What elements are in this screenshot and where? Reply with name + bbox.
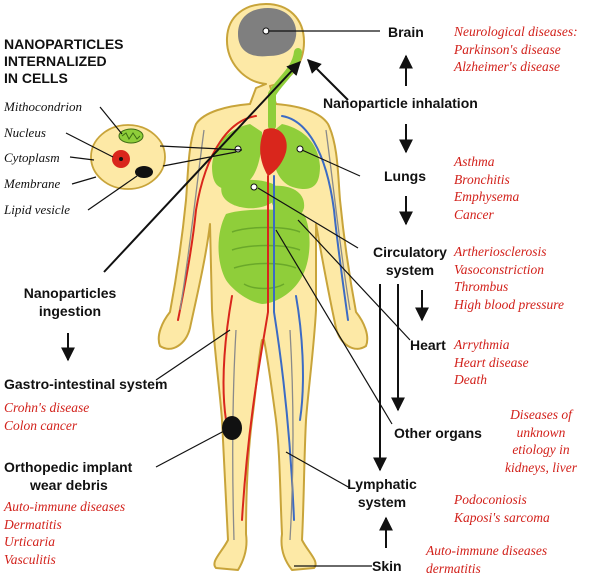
disease-item: Crohn's disease — [4, 400, 90, 415]
disease-item: Urticaria — [4, 534, 56, 549]
label-cytoplasm: Cytoplasm — [4, 150, 60, 165]
lungs-label: Lungs — [384, 168, 426, 184]
disease-item: dermatitis — [426, 560, 481, 576]
disease-item: Emphysema — [454, 189, 520, 204]
disease-item: Diseases of — [510, 407, 572, 422]
disease-item: Heart disease — [454, 354, 529, 370]
implant-diseases: Auto-immune diseases Dermatitis Urticari… — [4, 498, 125, 568]
lipid-vesicle-shape — [135, 166, 153, 178]
disease-item: etiology in — [512, 442, 570, 457]
mitochondrion-cristae — [121, 132, 141, 140]
cells-title-line: NANOPARTICLES — [4, 36, 124, 52]
heart-label: Heart — [410, 337, 446, 353]
lymphatic-diseases: Podoconiosis Kaposi's sarcoma — [454, 491, 550, 526]
human-body-figure — [157, 3, 369, 571]
label-mithocondrion: Mithocondrion — [4, 99, 82, 114]
disease-item: Kaposi's sarcoma — [454, 509, 550, 525]
disease-item: Vasculitis — [4, 551, 56, 567]
skin-diseases: Auto-immune diseases dermatitis — [426, 542, 547, 577]
implant-line: wear debris — [30, 477, 108, 493]
intestine-coils — [231, 226, 301, 290]
skin-label: Skin — [372, 558, 402, 574]
brain-label: Brain — [388, 24, 424, 40]
disease-item: Auto-immune diseases — [426, 543, 548, 558]
intestines — [218, 209, 310, 304]
blood-vessels — [177, 115, 349, 521]
flow-arrows — [61, 54, 429, 548]
disease-item: Arrythmia — [454, 337, 510, 352]
inhalation-label: Nanoparticle inhalation — [323, 95, 478, 111]
ingestion-line: ingestion — [38, 303, 102, 319]
leader-lines — [65, 30, 411, 567]
left-lung — [212, 124, 262, 190]
gi-diseases: Crohn's disease Colon cancer — [4, 399, 89, 434]
cells-title-line: IN CELLS — [4, 70, 68, 86]
ingestion-label: Nanoparticles ingestion — [4, 284, 136, 320]
label-nucleus: Nucleus — [4, 125, 46, 140]
heart-diseases: Arrythmia Heart disease Death — [454, 336, 529, 389]
disease-item: Podoconiosis — [454, 492, 527, 507]
disease-item: Colon cancer — [4, 417, 78, 433]
nucleolus — [119, 157, 123, 161]
disease-item: Cancer — [454, 206, 494, 222]
lymphatic-line: Lymphatic — [347, 476, 417, 492]
disease-item: Neurological diseases: — [454, 24, 578, 39]
disease-item: unknown — [516, 424, 566, 440]
disease-item: Dermatitis — [4, 516, 62, 532]
circulatory-line: system — [385, 262, 435, 278]
circulatory-line: Circulatory — [373, 244, 447, 260]
disease-item: High blood pressure — [454, 296, 564, 312]
disease-item: Artheriosclerosis — [454, 244, 547, 259]
disease-item: Auto-immune diseases — [4, 499, 126, 514]
cells-title-line: INTERNALIZED — [4, 53, 107, 69]
disease-item: Parkinson's disease — [454, 41, 561, 57]
lymphatic-line: system — [357, 494, 407, 510]
label-membrane: Membrane — [4, 176, 61, 191]
other-organs-label: Other organs — [394, 425, 482, 441]
disease-item: kidneys, liver — [505, 459, 577, 475]
circulatory-label: Circulatory system — [366, 243, 454, 279]
disease-item: Death — [454, 372, 487, 387]
liver — [221, 179, 279, 209]
disease-item: Thrombus — [454, 279, 509, 294]
disease-item: Bronchitis — [454, 171, 510, 187]
implant-line: Orthopedic implant — [4, 459, 133, 475]
gi-system-label: Gastro-intestinal system — [4, 376, 168, 392]
lungs-diseases: Asthma Bronchitis Emphysema Cancer — [454, 153, 519, 223]
implant-label: Orthopedic implant wear debris — [4, 458, 132, 494]
lymphatic-label: Lymphatic system — [346, 475, 418, 511]
implant-debris-spot — [222, 416, 242, 440]
label-lipid-vesicle: Lipid vesicle — [4, 202, 71, 217]
disease-item: Alzheimer's disease — [454, 59, 560, 74]
other-organs-diseases: Diseases of unknown etiology in kidneys,… — [500, 406, 582, 476]
disease-item: Asthma — [454, 154, 495, 169]
organ-markers — [234, 27, 304, 191]
cells-title: NANOPARTICLES INTERNALIZED IN CELLS — [4, 36, 124, 87]
disease-item: Vasoconstriction — [454, 261, 544, 277]
circulatory-diseases: Artheriosclerosis Vasoconstriction Throm… — [454, 243, 564, 313]
cell-diagram — [90, 124, 166, 190]
brain-diseases: Neurological diseases: Parkinson's disea… — [454, 23, 578, 76]
ingestion-line: Nanoparticles — [23, 285, 117, 301]
heart-organ — [260, 128, 287, 176]
